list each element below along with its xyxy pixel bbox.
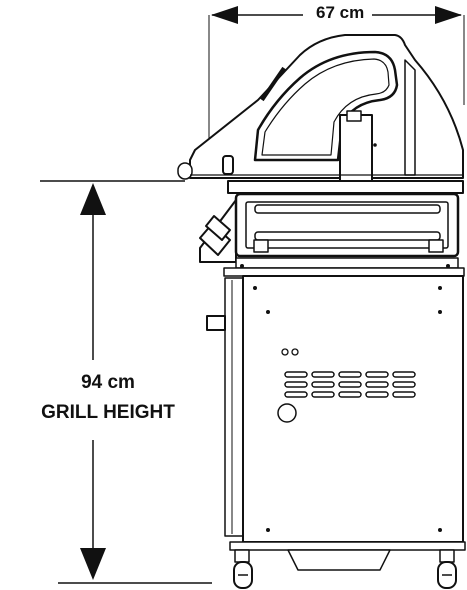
grate-corner-left — [253, 239, 269, 253]
lid-handle-end — [177, 162, 193, 180]
cart-top-plate — [223, 267, 465, 277]
vent-slot — [338, 371, 362, 378]
height-dimension-caption: GRILL HEIGHT — [41, 402, 175, 423]
vent-slot — [365, 391, 389, 398]
rivet — [373, 143, 377, 147]
firebox-top-rail — [227, 180, 464, 194]
height-arrowhead-bottom — [80, 548, 106, 580]
cart-left-panel — [224, 277, 244, 537]
lid-window-inner — [261, 58, 390, 156]
cart-main-panel — [242, 275, 464, 543]
rivet — [266, 310, 270, 314]
grease-tray — [287, 549, 391, 571]
grill-drawing — [177, 34, 466, 589]
vent-slot — [338, 391, 362, 398]
vent-slot — [311, 371, 335, 378]
firebox-base — [235, 257, 459, 269]
height-dimension — [40, 180, 212, 584]
grate-bar-top — [254, 204, 441, 214]
vent-slot — [392, 371, 416, 378]
rivet — [438, 528, 442, 532]
lid-accent-line — [260, 66, 286, 102]
grate-bar-bottom — [254, 231, 441, 241]
vent-slot — [365, 381, 389, 388]
cart-bottom-rail — [229, 541, 466, 551]
vent-slot — [284, 381, 308, 388]
vent-slot — [311, 381, 335, 388]
caster-bracket — [439, 549, 455, 563]
vent-slot — [365, 371, 389, 378]
knob-cap — [205, 215, 231, 241]
vent-slot — [392, 391, 416, 398]
lid-right-panel — [404, 59, 416, 176]
rivet — [438, 310, 442, 314]
width-dimension-label: 67 cm — [313, 3, 368, 23]
rivets — [240, 143, 450, 532]
ignition-port — [277, 403, 297, 423]
height-arrowhead-top — [80, 183, 106, 215]
rivet — [266, 528, 270, 532]
firebox — [199, 180, 464, 269]
width-arrowhead-right — [435, 6, 462, 24]
keyhole-right — [291, 348, 299, 356]
control-knob — [199, 215, 231, 256]
vent-slot — [284, 371, 308, 378]
vent-slot — [284, 391, 308, 398]
vent-slot — [311, 391, 335, 398]
vent-slots — [284, 371, 416, 398]
lid-hinge-plate — [346, 110, 362, 122]
width-arrowhead-left — [211, 6, 238, 24]
vent-slot — [392, 381, 416, 388]
width-dimension — [208, 6, 465, 150]
wheel-right — [437, 549, 457, 589]
cart — [206, 267, 466, 571]
wheel-left — [233, 549, 253, 589]
lid-handle-grip — [222, 155, 234, 175]
rivet — [446, 264, 450, 268]
caster-bracket — [234, 549, 250, 563]
vent-slot — [338, 381, 362, 388]
height-dimension-value: 94 cm — [81, 372, 135, 393]
keyhole-left — [281, 348, 289, 356]
lid — [177, 34, 464, 184]
grate-corner-right — [428, 239, 444, 253]
wheels — [233, 549, 457, 589]
rivet — [240, 264, 244, 268]
rivet — [438, 286, 442, 290]
rivet — [253, 286, 257, 290]
side-burner-fitting — [206, 315, 226, 331]
lid-hinge-bracket — [339, 114, 373, 184]
